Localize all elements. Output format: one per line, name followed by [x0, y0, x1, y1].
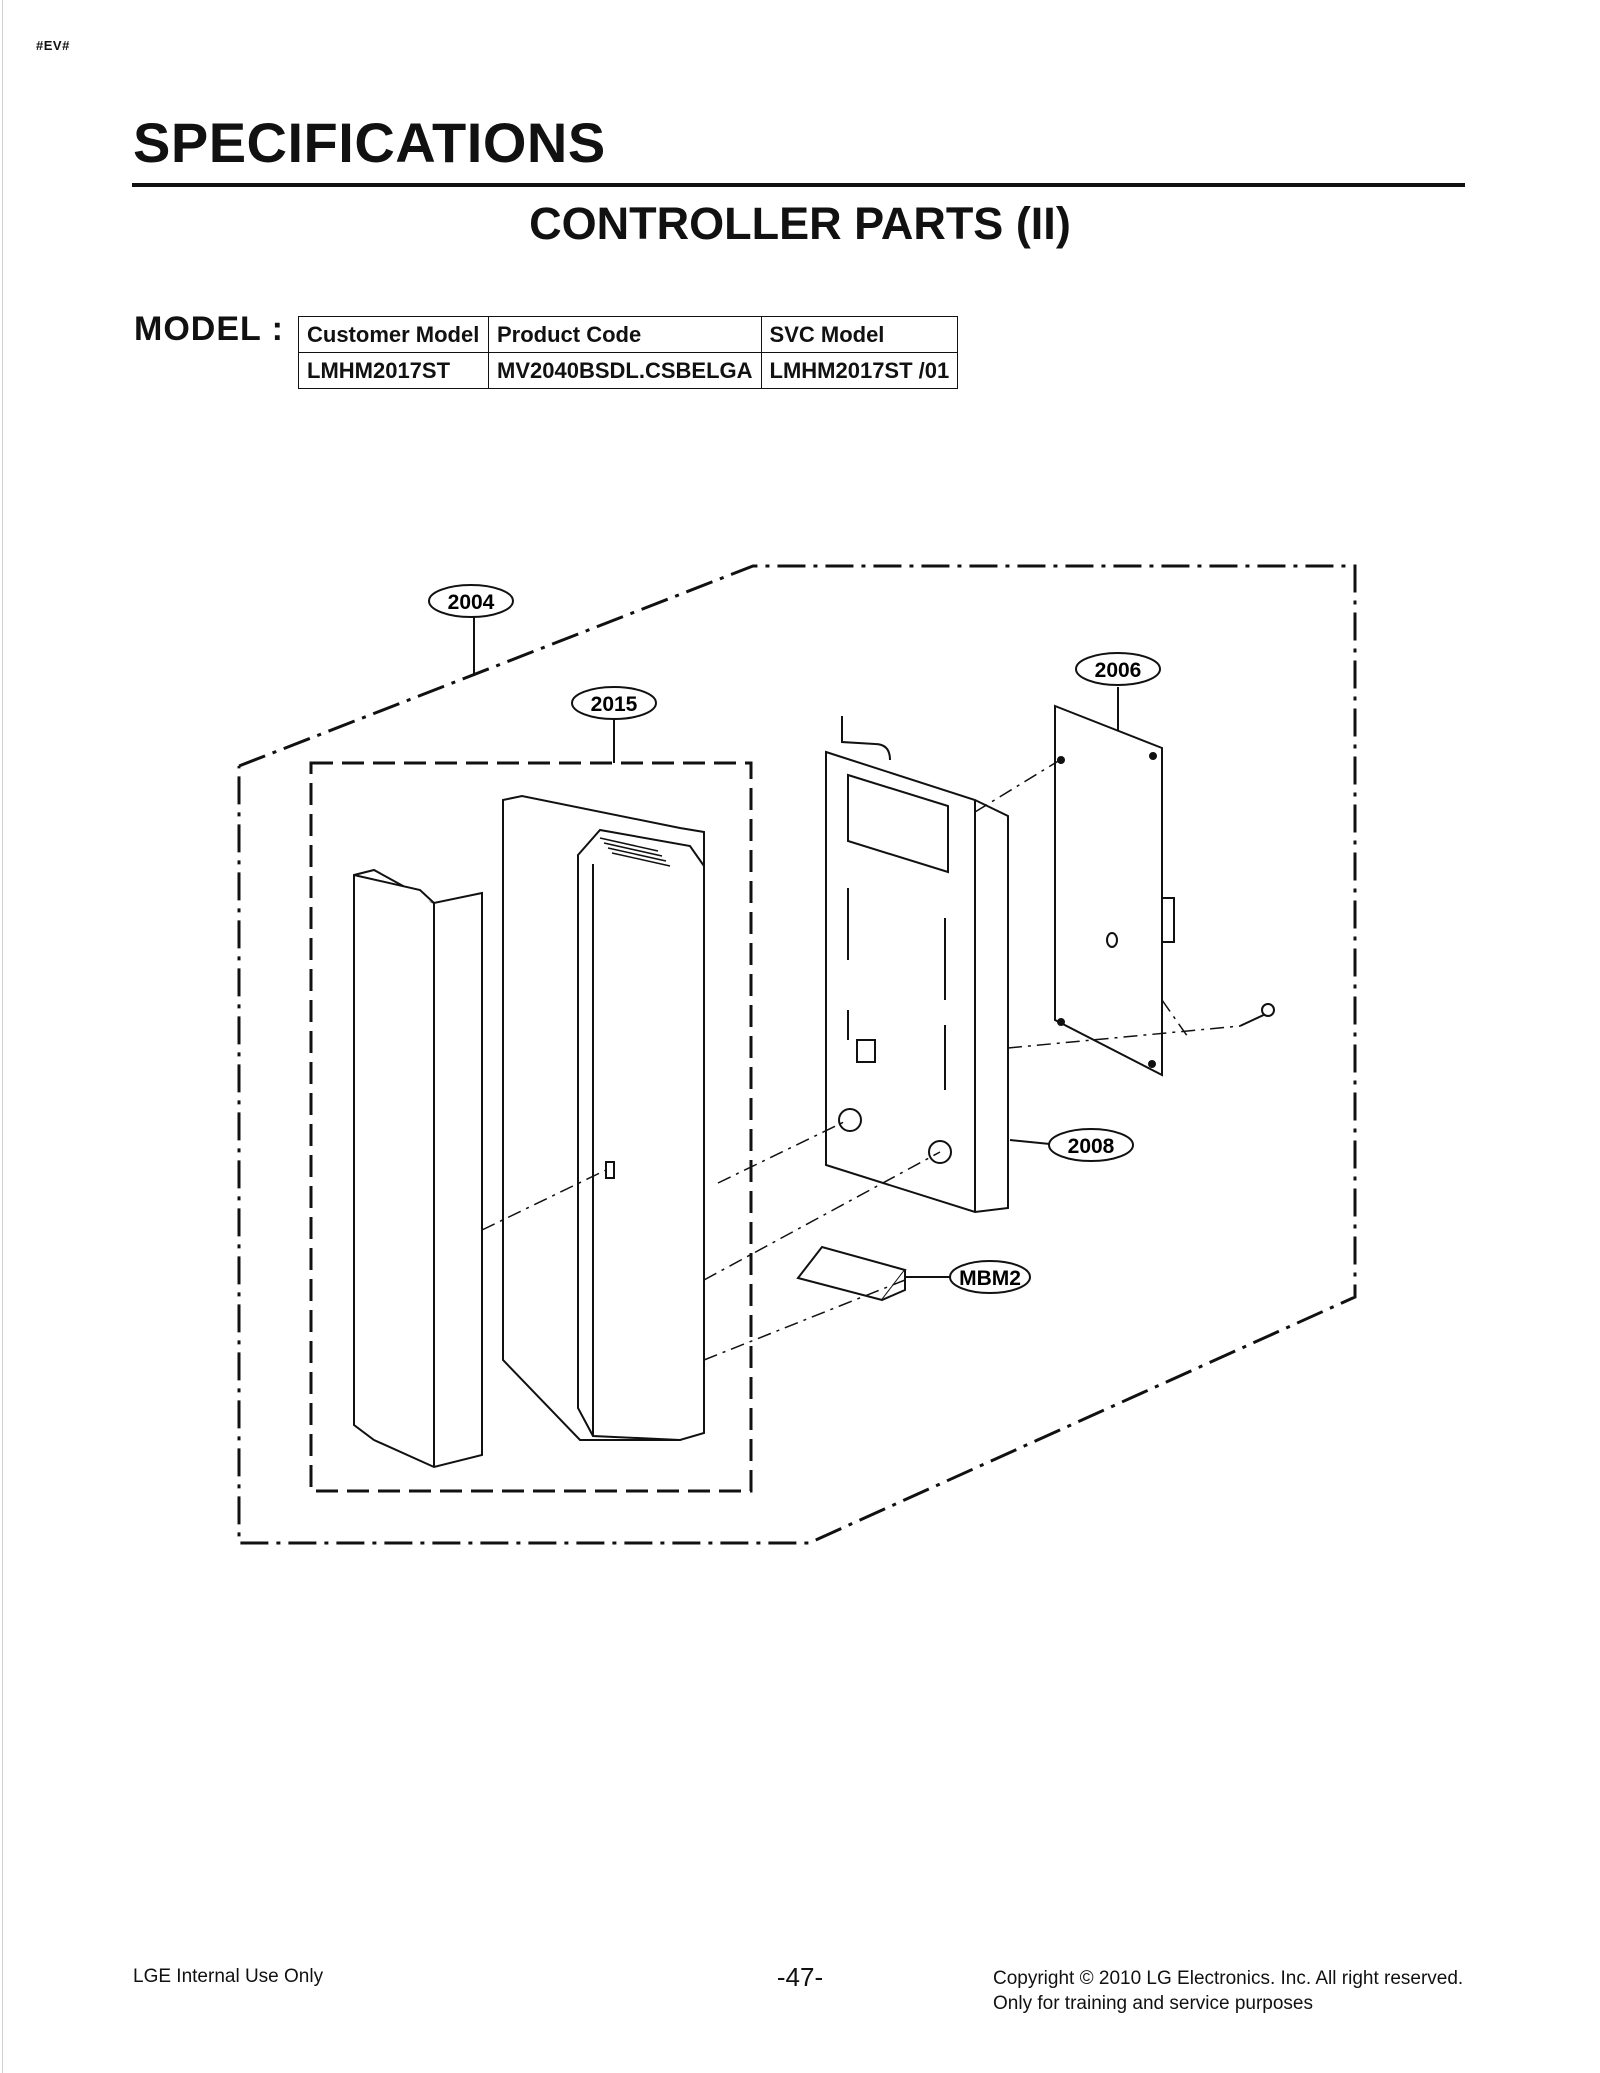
callout-mbm2: MBM2: [949, 1260, 1031, 1294]
callouts: 2004 2015 2006 2008 MBM2: [428, 584, 1161, 1294]
title-divider: [132, 183, 1465, 187]
callout-2006: 2006: [1075, 652, 1161, 686]
callout-2008: 2008: [1048, 1128, 1134, 1162]
case-body: [502, 794, 705, 1442]
model-label: MODEL :: [134, 310, 284, 348]
svg-text:2008: 2008: [1068, 1135, 1115, 1158]
inner-assembly-boundary: [309, 761, 753, 1493]
svg-text:MBM2: MBM2: [959, 1267, 1021, 1290]
footer-note: Only for training and service purposes: [993, 1993, 1313, 2014]
footer-copyright: Copyright © 2010 LG Electronics. Inc. Al…: [993, 1968, 1464, 1989]
pcb-board: [1054, 704, 1175, 1077]
mounting-plate: [796, 1245, 907, 1302]
footer-copyright-block: Copyright © 2010 LG Electronics. Inc. Al…: [993, 1966, 1463, 2016]
page-title: SPECIFICATIONS: [133, 111, 606, 174]
outer-assembly-boundary: [237, 564, 1357, 1545]
page-edge-rule: [2, 0, 3, 2073]
cell-product-code: MV2040BSDL.CSBELGA: [488, 352, 762, 389]
page-number: -47-: [776, 1962, 824, 1992]
column-header-product-code: Product Code: [488, 316, 762, 353]
column-header-svc-model: SVC Model: [760, 316, 959, 353]
callout-2004: 2004: [428, 584, 514, 618]
svg-text:2006: 2006: [1095, 659, 1142, 682]
cell-svc-model: LMHM2017ST /01: [760, 352, 959, 389]
model-table-header-row: Customer Model Product Code SVC Model: [298, 316, 959, 353]
section-title-text: CONTROLLER PARTS (II): [529, 198, 1071, 249]
model-table-row: LMHM2017ST MV2040BSDL.CSBELGA LMHM2017ST…: [298, 352, 959, 389]
bracket-frame: [825, 716, 1009, 1214]
footer-internal-use: LGE Internal Use Only: [133, 1966, 324, 1987]
callout-2015: 2015: [571, 686, 657, 720]
assembly-guide-lines: [481, 759, 1241, 1361]
section-title: CONTROLLER PARTS (II): [0, 198, 1600, 250]
column-header-customer-model: Customer Model: [298, 316, 489, 353]
svg-text:2004: 2004: [448, 591, 495, 614]
svg-text:2015: 2015: [591, 693, 638, 716]
front-cover-panel: [353, 868, 483, 1469]
screw: [1239, 1003, 1275, 1027]
header-tag: #EV#: [36, 38, 70, 53]
model-table: Customer Model Product Code SVC Model LM…: [298, 316, 959, 389]
cell-customer-model: LMHM2017ST: [298, 352, 489, 389]
